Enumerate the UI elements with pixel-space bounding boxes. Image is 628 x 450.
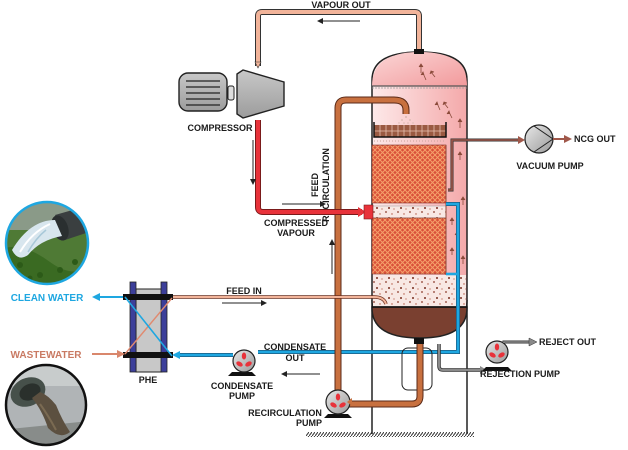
reject-pipe xyxy=(438,344,482,371)
vapour-inlet-nozzle xyxy=(363,204,374,220)
feed-recirculation-label-1: FEED xyxy=(310,173,320,198)
compressed-vapour-pipe-outline xyxy=(255,120,362,215)
clean-water-photo-ring xyxy=(4,200,90,286)
compressed-vapour-label-1: COMPRESSED xyxy=(264,218,329,228)
condensate-pump-label-2: PUMP xyxy=(229,391,255,401)
feed-recirculation-label-2: RECIRCULATION xyxy=(321,148,331,222)
clean-water-label: CLEAN WATER xyxy=(11,293,84,304)
condensate-pump xyxy=(232,349,256,373)
wastewater-photo-ring xyxy=(4,363,88,447)
rejection-pump-label: REJECTION PUMP xyxy=(480,369,560,379)
rejection-pump xyxy=(485,340,509,364)
vapour-out-pipe xyxy=(256,10,421,66)
ncg-pipe xyxy=(448,139,520,191)
compressor-coupling xyxy=(227,85,235,101)
feed-in-pipe-outline xyxy=(172,295,388,305)
compressed-vapour-label-2: VAPOUR xyxy=(277,228,315,238)
wastewater-photo xyxy=(4,363,88,447)
wastewater-label: WASTEWATER xyxy=(11,350,83,361)
condensate-out-label-2: OUT xyxy=(286,353,306,363)
feed-in-label: FEED IN xyxy=(226,286,262,296)
recirculation-pipe xyxy=(335,97,423,407)
vapour-inlet-arrow xyxy=(254,61,262,69)
compressed-vapour-pipe xyxy=(256,120,362,214)
rejection-pump-impeller-icon xyxy=(489,343,505,358)
compressor-label: COMPRESSOR xyxy=(187,123,253,133)
packing-bed-upper xyxy=(371,144,447,204)
spray-nozzle-droplets xyxy=(398,116,414,124)
recirculation-pump-impeller-icon xyxy=(330,393,346,408)
phe-frame-right xyxy=(160,281,168,373)
vacuum-pump-label: VACUUM PUMP xyxy=(516,161,583,171)
concentrate-sump xyxy=(371,306,468,339)
boiling-zone xyxy=(373,275,466,307)
vessel-dome xyxy=(372,52,467,86)
recirculation-pump-label-2: PUMP xyxy=(296,418,322,428)
phe-frame-left xyxy=(129,281,137,373)
recirculation-pump-label-1: RECIRCULATION xyxy=(248,408,322,418)
vapour-out-label: VAPOUR OUT xyxy=(311,0,371,10)
compressor-housing xyxy=(236,69,285,119)
condensate-pump-label-1: CONDENSATE xyxy=(211,381,273,391)
vapour-nozzle xyxy=(414,49,424,54)
vapour-distribution-band xyxy=(371,205,447,219)
condensate-out-label-1: CONDENSATE xyxy=(264,342,326,352)
ground-hatch xyxy=(306,432,474,437)
reject-pipe-outline xyxy=(437,344,482,372)
feed-in-pipe xyxy=(172,296,387,305)
phe-label: PHE xyxy=(139,375,158,385)
compressor xyxy=(178,69,285,119)
condensate-pump-impeller-icon xyxy=(236,352,252,367)
packing-bed-lower xyxy=(371,217,447,275)
plate-heat-exchanger xyxy=(123,281,173,373)
ncg-out-label: NCG OUT xyxy=(574,134,616,144)
clean-water-photo xyxy=(4,200,90,286)
phe-top-bar xyxy=(123,294,173,300)
condensate-pipe xyxy=(258,202,460,354)
compressor-motor xyxy=(178,72,228,112)
phe-bottom-bar xyxy=(123,352,173,358)
reject-out-label: REJECT OUT xyxy=(539,337,597,347)
bottom-nozzle xyxy=(414,338,424,344)
